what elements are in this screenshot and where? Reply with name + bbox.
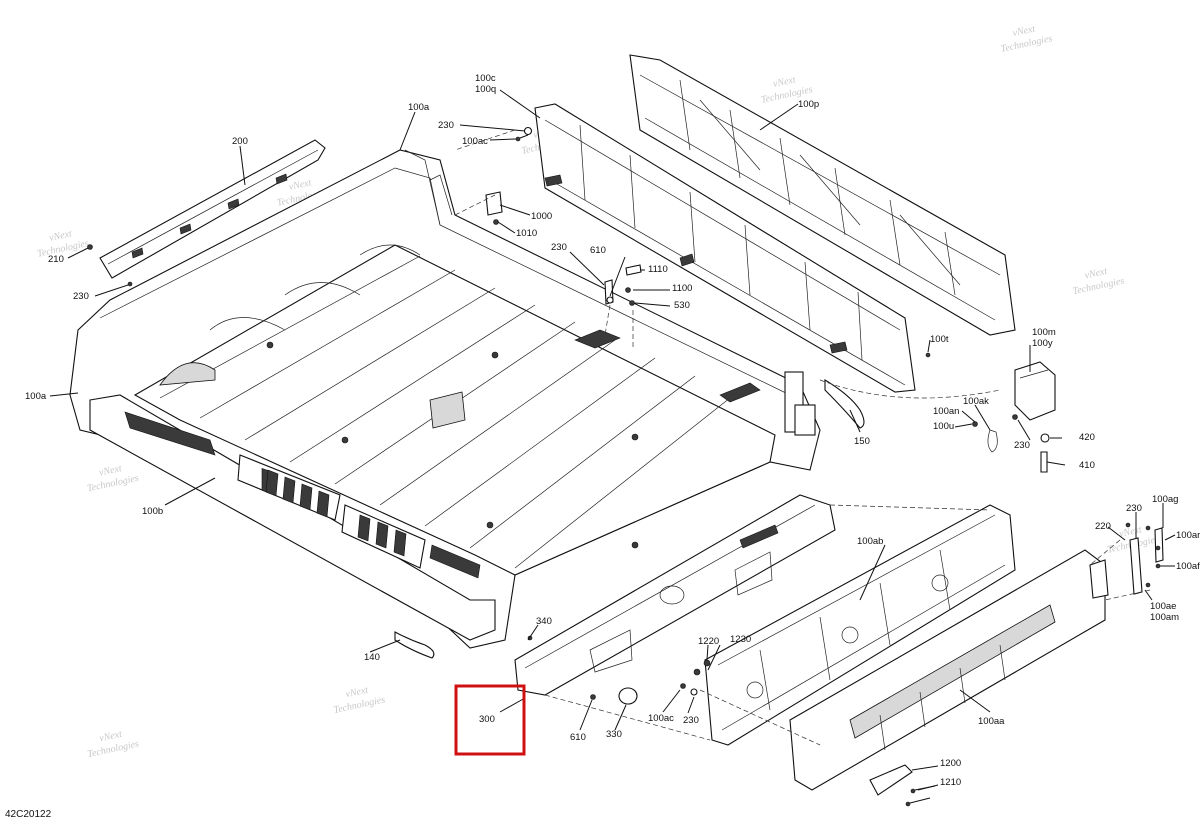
watermark: vNext Technologies: [86, 463, 140, 495]
latch-drawing: [784, 361, 1056, 436]
tailgate-frame-drawing: [704, 504, 1016, 746]
rear-sill-drawing: [514, 494, 836, 696]
callout-100ar: 100ar: [1176, 530, 1200, 541]
callout-100a: 100a: [408, 102, 430, 113]
callout-300[interactable]: 300: [479, 714, 495, 725]
callout-100ac: 100ac: [462, 136, 488, 147]
callout-220: 220: [1095, 521, 1111, 532]
leader-lines: [49, 89, 1176, 791]
callout-610: 610: [570, 732, 586, 743]
svg-text:vNext: vNext: [772, 74, 797, 90]
callout-230: 230: [1014, 440, 1030, 451]
decal-150-drawing: [824, 379, 865, 429]
side-rail-drawing: [99, 139, 326, 279]
watermark: vNext Technologies: [1000, 23, 1054, 55]
svg-text:vNext: vNext: [1118, 524, 1143, 540]
callout-100ae: 100ae: [1150, 601, 1176, 612]
callout-100t: 100t: [930, 334, 949, 345]
callout-100m: 100m: [1032, 327, 1056, 338]
callout-210: 210: [48, 254, 64, 265]
svg-text:vNext: vNext: [98, 729, 123, 745]
callout-100an: 100an: [933, 406, 959, 417]
highlighted-callout-300[interactable]: 300: [454, 684, 526, 756]
svg-text:Technologies: Technologies: [86, 473, 140, 495]
headache-rack-drawing: [629, 54, 1016, 336]
callout-100c: 100c: [475, 73, 496, 84]
callout-230: 230: [438, 120, 454, 131]
callout-340: 340: [536, 616, 552, 627]
callout-200: 200: [232, 136, 248, 147]
watermark: vNext Technologies: [333, 685, 387, 716]
callout-1230: 1230: [730, 634, 751, 645]
svg-text:Technologies: Technologies: [1000, 33, 1054, 55]
callout-100ab: 100ab: [857, 536, 883, 547]
callout-330: 330: [606, 729, 622, 740]
callout-1110: 1110: [648, 264, 668, 275]
lower-hinge-drawing: [869, 764, 913, 796]
cap-drawing: [618, 687, 638, 705]
callout-100p: 100p: [798, 99, 819, 110]
svg-text:vNext: vNext: [48, 228, 73, 244]
svg-text:Technologies: Technologies: [333, 694, 387, 716]
headboard-panel-drawing: [534, 103, 916, 393]
watermark: vNext Technologies: [86, 729, 140, 760]
callout-1010: 1010: [516, 228, 537, 239]
watermark: vNext Technologies: [1072, 266, 1126, 298]
decal-140-drawing: [394, 631, 435, 659]
callout-100ac: 100ac: [648, 713, 674, 724]
highlight-box: [454, 684, 526, 756]
callout-100u: 100u: [933, 421, 954, 432]
callout-1000: 1000: [531, 211, 552, 222]
svg-text:vNext: vNext: [1084, 266, 1109, 282]
svg-text:vNext: vNext: [288, 177, 313, 193]
callout-1100: 1100: [672, 283, 692, 294]
callout-100ag: 100ag: [1152, 494, 1178, 505]
callout-100ak: 100ak: [963, 396, 989, 407]
callout-530: 530: [674, 300, 690, 311]
callout-230: 230: [1126, 503, 1142, 514]
callout-100am: 100am: [1150, 612, 1179, 623]
callout-140: 140: [364, 652, 380, 663]
tailgate-outer-panel-drawing: [789, 549, 1106, 791]
callout-1210: 1210: [940, 777, 961, 788]
svg-text:vNext: vNext: [1012, 23, 1037, 39]
callout-410: 410: [1079, 460, 1095, 471]
callout-230: 230: [551, 242, 567, 253]
svg-text:Technologies: Technologies: [1072, 276, 1126, 298]
callout-230: 230: [683, 715, 699, 726]
callout-610: 610: [590, 245, 606, 256]
fasteners: [87, 126, 1161, 807]
callout-100aa: 100aa: [978, 716, 1005, 727]
svg-text:vNext: vNext: [345, 685, 370, 701]
callout-100q: 100q: [475, 84, 496, 95]
callout-100af: 100af: [1176, 561, 1200, 572]
callout-1200: 1200: [940, 758, 961, 769]
svg-text:vNext: vNext: [98, 463, 123, 479]
callout-420: 420: [1079, 432, 1095, 443]
callout-100b: 100b: [142, 506, 163, 517]
assembly-dashed-lines: [454, 129, 1151, 746]
svg-text:Technologies: Technologies: [86, 738, 140, 760]
diagram-code: 42C20122: [5, 809, 52, 820]
callout-230: 230: [73, 291, 89, 302]
callout-100a: 100a: [25, 391, 47, 402]
cargo-box-drawing: [69, 149, 821, 649]
callout-labels: 100c 100q 230 100ac 100a 200 210 230 100…: [25, 73, 1200, 788]
callout-150: 150: [854, 436, 870, 447]
callout-100y: 100y: [1032, 338, 1053, 349]
callout-1220: 1220: [698, 636, 719, 647]
strap-drawing: [987, 429, 998, 453]
